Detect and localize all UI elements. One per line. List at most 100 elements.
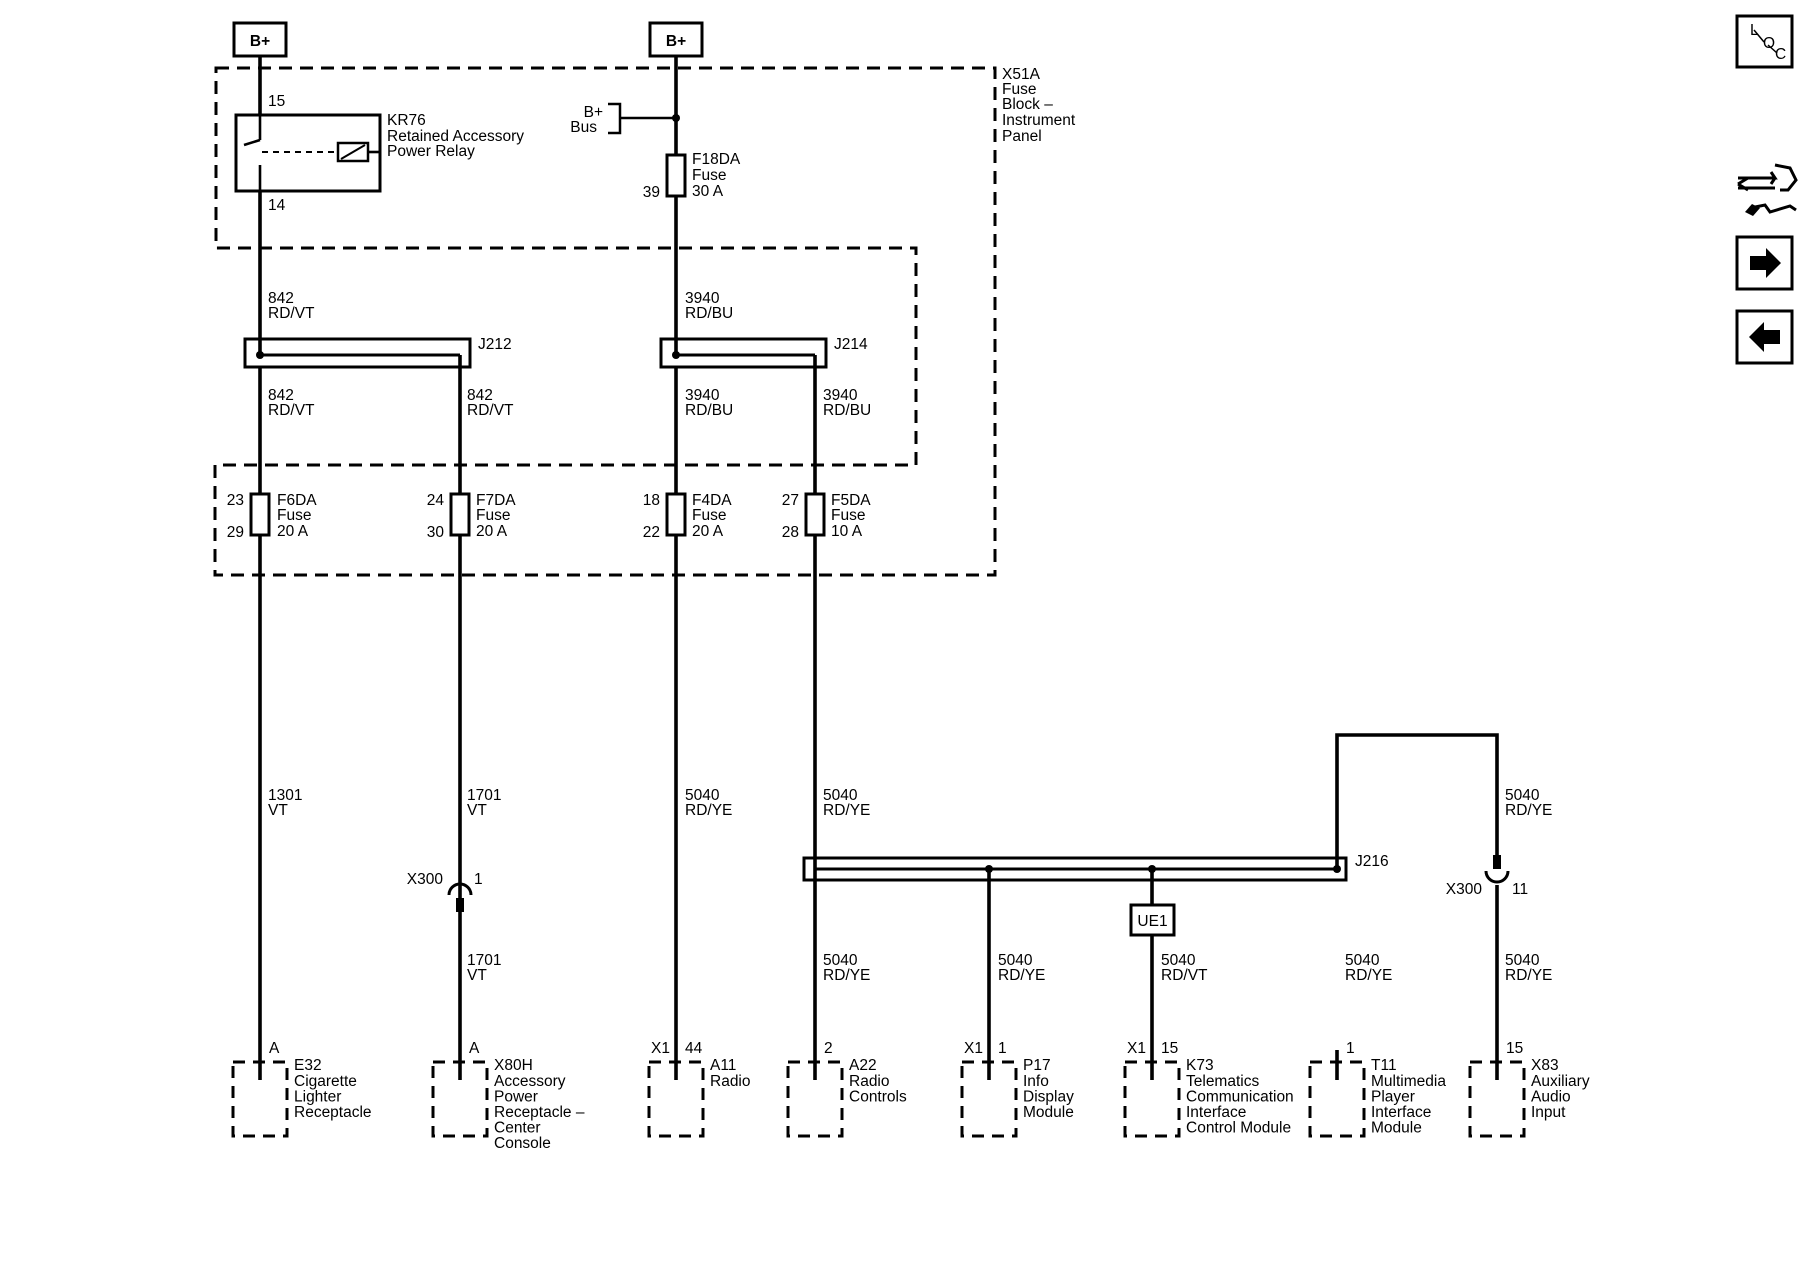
component-pin: 15 — [1506, 1040, 1523, 1057]
component-description-line: Input — [1531, 1104, 1566, 1121]
component-description-line: Module — [1371, 1120, 1422, 1137]
component-description-line: Display — [1023, 1089, 1074, 1106]
svg-text:X51A: X51A — [1002, 66, 1041, 83]
component-description-line: Lighter — [294, 1089, 341, 1106]
svg-text:30 A: 30 A — [692, 183, 724, 200]
component-id: T11 — [1371, 1057, 1397, 1074]
svg-text:Fuse: Fuse — [831, 507, 865, 524]
svg-text:Fuse: Fuse — [692, 167, 726, 184]
component-description-line: Controls — [849, 1089, 907, 1106]
svg-text:RD/VT: RD/VT — [268, 305, 315, 322]
component-pin: A — [269, 1040, 280, 1057]
wire-label-1701-lower: 1701 VT — [467, 952, 501, 984]
svg-text:11: 11 — [1512, 881, 1528, 898]
wire-label-5040-a11: 5040 RD/YE — [685, 787, 732, 819]
fuse-f6da: 23 29 F6DA Fuse 20 A — [227, 492, 318, 541]
svg-text:RD/YE: RD/YE — [1345, 967, 1392, 984]
fuse-block-outline — [213, 66, 997, 577]
splice-j212 — [243, 337, 472, 369]
relay-pin-bottom: 14 — [268, 197, 286, 214]
svg-text:Instrument: Instrument — [1002, 112, 1076, 129]
svg-text:1701: 1701 — [467, 787, 501, 804]
svg-text:X300: X300 — [1446, 881, 1483, 898]
svg-text:VT: VT — [467, 967, 487, 984]
wrench-arrow-icon[interactable] — [1737, 163, 1798, 216]
component-description-line: Control Module — [1186, 1120, 1291, 1137]
relay-kr76 — [234, 113, 382, 193]
component-description-line: Center — [494, 1120, 541, 1137]
component-id: P17 — [1023, 1057, 1051, 1074]
arrow-right-icon[interactable] — [1735, 235, 1794, 291]
component-pin: 44 — [685, 1040, 703, 1057]
svg-text:F4DA: F4DA — [692, 492, 732, 509]
svg-text:RD/YE: RD/YE — [685, 802, 732, 819]
splice-j216 — [802, 856, 1348, 882]
component-description-line: Interface — [1186, 1104, 1246, 1121]
svg-text:F18DA: F18DA — [692, 151, 741, 168]
wire-label-1301: 1301 VT — [268, 787, 302, 819]
svg-text:RD/VT: RD/VT — [467, 402, 514, 419]
svg-text:F7DA: F7DA — [476, 492, 516, 509]
svg-text:5040: 5040 — [998, 952, 1033, 969]
svg-text:28: 28 — [782, 524, 799, 541]
svg-text:5040: 5040 — [823, 952, 858, 969]
component-pin: 2 — [824, 1040, 833, 1057]
wire-label-842-left: 842 RD/VT — [268, 387, 315, 419]
svg-text:RD/VT: RD/VT — [268, 402, 315, 419]
wire-label-3940-upper: 3940 RD/BU — [685, 290, 733, 322]
svg-text:20 A: 20 A — [692, 523, 724, 540]
svg-text:KR76: KR76 — [387, 112, 426, 129]
component-description-line: Auxiliary — [1531, 1073, 1590, 1090]
component-description-line: Console — [494, 1135, 551, 1152]
svg-text:RD/BU: RD/BU — [685, 402, 733, 419]
component-description-line: Multimedia — [1371, 1073, 1446, 1090]
b-plus-source-right: B+ — [648, 21, 704, 58]
svg-text:29: 29 — [227, 524, 244, 541]
component-description-line: Player — [1371, 1089, 1415, 1106]
svg-text:1701: 1701 — [467, 952, 501, 969]
svg-text:5040: 5040 — [1505, 952, 1540, 969]
component-description-line: Interface — [1371, 1104, 1431, 1121]
connector-x300-right: X300 11 — [1446, 855, 1528, 898]
svg-text:B+: B+ — [666, 33, 686, 50]
svg-text:5040: 5040 — [823, 787, 858, 804]
component-description-line: Receptacle – — [494, 1104, 585, 1121]
component-description-line: Accessory — [494, 1073, 566, 1090]
svg-text:1: 1 — [474, 871, 483, 888]
wire-label-3940-right: 3940 RD/BU — [823, 387, 871, 419]
svg-text:1301: 1301 — [268, 787, 302, 804]
svg-text:F6DA: F6DA — [277, 492, 317, 509]
svg-text:X300: X300 — [407, 871, 444, 888]
b-plus-source-left: B+ — [232, 21, 288, 58]
splice-j212-label: J212 — [478, 336, 512, 353]
svg-text:RD/YE: RD/YE — [1505, 802, 1552, 819]
component-id: A22 — [849, 1057, 877, 1074]
component-description-line: Radio — [710, 1073, 751, 1090]
arrow-left-icon[interactable] — [1735, 309, 1794, 365]
svg-text:Retained Accessory: Retained Accessory — [387, 128, 524, 145]
connector-x300-left: X300 1 — [407, 871, 483, 912]
component-description-line: Audio — [1531, 1089, 1571, 1106]
svg-text:B+: B+ — [250, 33, 270, 50]
component-connector: X1 — [1127, 1040, 1146, 1057]
wire-label-5040-upper-right: 5040 RD/YE — [823, 787, 870, 819]
fuse-f5da: 27 28 F5DA Fuse 10 A — [782, 492, 872, 541]
svg-text:20 A: 20 A — [476, 523, 508, 540]
loc-icon[interactable]: L O C — [1735, 14, 1794, 69]
wire-label-5040-x83-upper: 5040 RD/YE — [1505, 787, 1552, 819]
splice-j214-label: J214 — [834, 336, 868, 353]
relay-pin-top: 15 — [268, 93, 285, 110]
component-connector: X1 — [964, 1040, 983, 1057]
svg-text:Fuse: Fuse — [277, 507, 311, 524]
wire-label-5040-t11: 5040 RD/YE — [1345, 952, 1392, 984]
wire-label-842-upper: 842 RD/VT — [268, 290, 315, 322]
wire-label-842-right: 842 RD/VT — [467, 387, 514, 419]
svg-text:5040: 5040 — [1505, 787, 1540, 804]
component-description-line: Communication — [1186, 1089, 1294, 1106]
svg-text:22: 22 — [643, 524, 660, 541]
svg-text:Block –: Block – — [1002, 96, 1053, 113]
component-description-line: Radio — [849, 1073, 890, 1090]
